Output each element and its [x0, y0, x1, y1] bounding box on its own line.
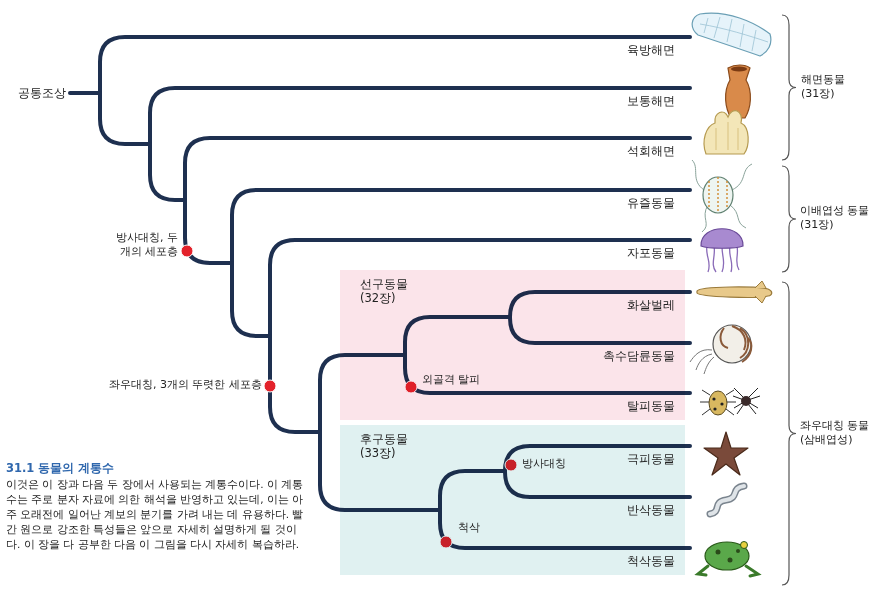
taxon-label: 탈피동물	[627, 399, 675, 414]
beetle-legs	[700, 390, 736, 415]
beetle-body	[709, 391, 727, 415]
taxon-label: 보통해면	[627, 94, 675, 109]
nautilus-icon	[690, 325, 751, 374]
protostome-band: 선구동물 (32장)	[340, 270, 685, 420]
beetle-spot	[712, 397, 715, 400]
acorn-worm-icon	[710, 486, 744, 514]
demosponge-icon	[726, 65, 751, 118]
taxon-label: 극피동물	[627, 452, 675, 467]
taxon-label: 자포동물	[627, 246, 675, 261]
trait-label: 외골격 탈피	[422, 373, 481, 387]
group-heading: 후구동물 (33장)	[360, 432, 413, 460]
frog-eye	[741, 542, 748, 549]
jelly-bell	[701, 229, 743, 249]
tree-branch	[232, 263, 270, 336]
comb-jelly-icon	[692, 160, 752, 232]
spider-body	[741, 396, 751, 406]
tree-branch	[100, 37, 690, 93]
deuterostome-band: 후구동물 (33장)	[340, 425, 685, 575]
group-label: 좌우대칭 동물 (삼배엽성)	[800, 419, 875, 447]
frog-spot	[728, 558, 733, 563]
taxon-label: 반삭동물	[627, 503, 675, 518]
sponge-ridges	[716, 122, 738, 150]
sponge-opening	[731, 67, 747, 72]
shell-stripes	[721, 326, 752, 362]
comb-rows	[709, 177, 727, 213]
worm-body	[697, 287, 772, 297]
arrow-worm-icon	[697, 281, 772, 303]
calcareous-sponge-icon	[704, 111, 748, 154]
starfish-body	[704, 432, 748, 475]
root-branch	[70, 91, 100, 95]
worm-fins	[755, 281, 766, 303]
root-label: 공통조상	[18, 86, 66, 101]
shell	[713, 325, 751, 363]
frog-body	[705, 542, 749, 570]
sponge-body	[692, 13, 771, 56]
sponge-lattice	[700, 17, 768, 51]
frog-spot	[716, 550, 721, 555]
trait-marker	[264, 380, 276, 392]
trait-label: 방사대칭	[522, 457, 566, 471]
tree-branch	[100, 93, 150, 144]
group-label: 해면동물 (31장)	[801, 73, 854, 101]
taxon-label: 육방해면	[627, 43, 675, 58]
tentacles	[707, 246, 739, 272]
tree-branch	[150, 144, 185, 200]
tentacles	[692, 160, 752, 232]
group-bracket	[782, 15, 796, 160]
beetle-spider-icon	[700, 388, 760, 415]
frog-spot	[736, 549, 740, 553]
sponge-body	[704, 111, 748, 154]
starfish-icon	[704, 432, 748, 475]
jelly-body	[703, 177, 733, 213]
group-bracket	[782, 282, 796, 585]
taxon-label: 석회해면	[627, 144, 675, 159]
trait-label: 방사대칭, 두 개의 세포층	[110, 231, 178, 259]
group-bracket	[782, 166, 796, 272]
taxon-label: 화살벌레	[627, 298, 675, 313]
trait-label: 척삭	[458, 521, 480, 535]
beetle-spot	[713, 407, 716, 410]
taxon-label: 유즐동물	[627, 196, 675, 211]
jellyfish-icon	[701, 229, 743, 272]
worm-body	[710, 486, 744, 514]
glass-sponge-icon	[692, 13, 771, 56]
figure-title: 31.1 동물의 계통수	[6, 461, 114, 476]
trait-label: 좌우대칭, 3개의 뚜렷한 세포층	[109, 378, 262, 392]
frog-icon	[698, 542, 758, 577]
tree-branch	[150, 88, 690, 144]
group-heading: 선구동물 (32장)	[360, 277, 413, 305]
beetle-spot	[720, 402, 723, 405]
tentacles	[690, 350, 714, 374]
sponge-body	[726, 65, 751, 118]
worm-outline	[710, 486, 744, 514]
group-label: 이배엽성 동물 (31장)	[800, 204, 875, 232]
tree-branch	[270, 336, 320, 432]
taxon-label: 촉수담륜동물	[603, 349, 675, 364]
tree-branch	[232, 190, 690, 263]
taxon-label: 척삭동물	[627, 554, 675, 569]
figure-caption: 이것은 이 장과 다음 두 장에서 사용되는 계통수이다. 이 계통수는 주로 …	[6, 477, 304, 552]
trait-marker	[181, 245, 193, 257]
spider-legs	[733, 388, 760, 414]
